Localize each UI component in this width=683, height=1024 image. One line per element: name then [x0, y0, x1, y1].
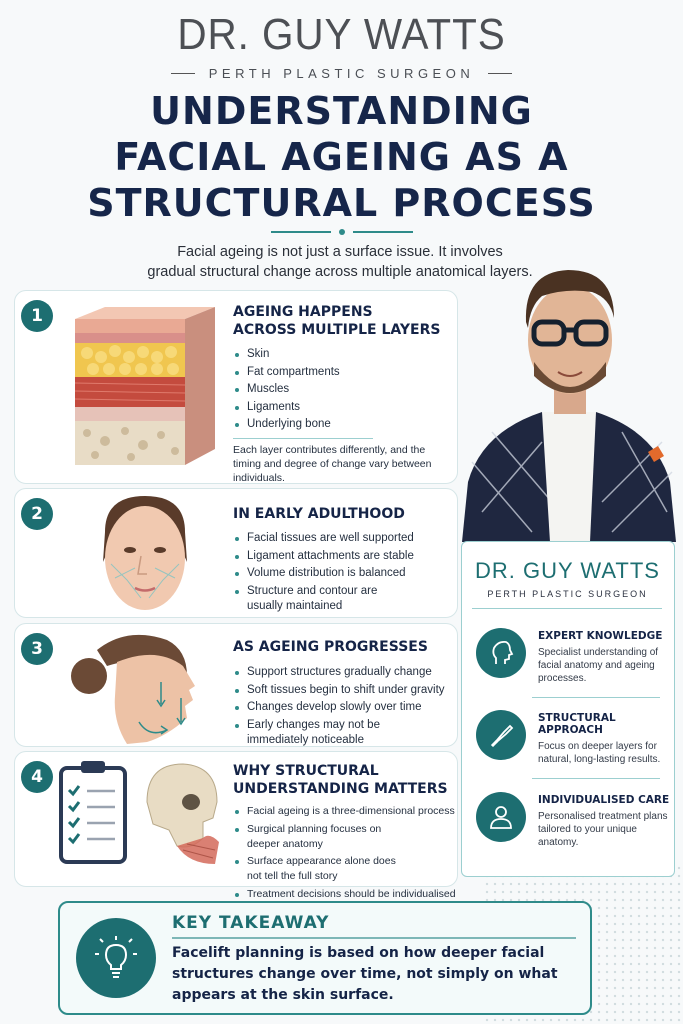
section-title-line: AGEING HAPPENS — [233, 304, 373, 320]
intro-line: Facial ageing is not just a surface issu… — [177, 244, 503, 260]
section-number: 4 — [21, 761, 53, 793]
panel-item-title: INDIVIDUALISED CARE — [538, 794, 670, 806]
page-title-line: STRUCTURAL PROCESS — [87, 181, 596, 225]
list-item: Underlying bone — [233, 417, 453, 432]
young-face-illustration — [103, 496, 187, 610]
page-title-line: UNDERSTANDING — [150, 89, 533, 133]
list-item: Surface appearance alone does not tell t… — [233, 854, 403, 884]
section-number: 2 — [21, 498, 53, 530]
doctor-portrait-illustration — [462, 270, 676, 542]
bullet-list: Facial ageing is a three-dimensional pro… — [233, 804, 459, 902]
list-item: Muscles — [233, 382, 453, 397]
divider-line — [532, 697, 660, 698]
ageing-face-profile-illustration — [71, 634, 195, 744]
brand-subtitle: PERTH PLASTIC SURGEON — [208, 66, 475, 81]
section-title: AGEING HAPPENS ACROSS MULTIPLE LAYERS — [233, 303, 453, 339]
list-item: Skin — [233, 347, 453, 362]
panel-subtitle: PERTH PLASTIC SURGEON — [487, 589, 648, 599]
divider-line — [172, 937, 576, 939]
list-item: Ligaments — [233, 400, 453, 415]
divider-line — [488, 73, 513, 74]
section-title: IN EARLY ADULTHOOD — [233, 506, 405, 522]
list-item: Structure and contour are usually mainta… — [233, 584, 383, 614]
takeaway-text: Facelift planning is based on how deeper… — [172, 945, 558, 1003]
lightbulb-icon — [76, 918, 156, 998]
intro-line: gradual structural change across multipl… — [147, 264, 533, 280]
skin-layers-illustration — [74, 307, 215, 465]
section-number: 3 — [21, 633, 53, 665]
section-card-2: 2 IN EARLY ADULTHOOD Facial tissues are … — [14, 488, 458, 618]
list-item: Facial ageing is a three-dimensional pro… — [233, 804, 459, 819]
list-item: Facial tissues are well supported — [233, 531, 453, 546]
list-item: Treatment decisions should be individual… — [233, 887, 459, 902]
bullet-list: Support structures gradually change Soft… — [233, 665, 459, 748]
page-title: UNDERSTANDING FACIAL AGEING AS A STRUCTU… — [20, 88, 663, 226]
title-divider — [0, 229, 683, 235]
section-note: Each layer contributes differently, and … — [233, 444, 432, 484]
section-card-1: 1 AGEING HAPPENS ACROSS MULTIPLE LAYERS … — [14, 290, 458, 484]
panel-title: DR. GUY WATTS — [475, 558, 660, 583]
person-icon — [476, 792, 526, 842]
scalpel-icon — [476, 710, 526, 760]
skull-anatomy-illustration — [146, 763, 219, 864]
divider-line — [170, 73, 195, 74]
panel-item-text: Personalised treatment plans tailored to… — [538, 811, 668, 848]
takeaway-title: KEY TAKEAWAY — [172, 913, 330, 933]
key-takeaway-box: KEY TAKEAWAY Facelift planning is based … — [58, 901, 592, 1015]
section-title: AS AGEING PROGRESSES — [233, 639, 428, 655]
divider-line — [472, 608, 662, 609]
divider-line — [532, 778, 660, 779]
panel-item-text: Focus on deeper layers for natural, long… — [538, 741, 661, 765]
list-item: Support structures gradually change — [233, 665, 459, 680]
divider-dot — [338, 229, 345, 235]
panel-item-title: EXPERT KNOWLEDGE — [538, 630, 663, 642]
intro-text: Facial ageing is not just a surface issu… — [60, 242, 620, 282]
list-item: Fat compartments — [233, 365, 453, 380]
section-title-line: UNDERSTANDING MATTERS — [233, 781, 448, 797]
list-item: Soft tissues begin to shift under gravit… — [233, 683, 459, 698]
list-item: Volume distribution is balanced — [233, 566, 453, 581]
panel-item-title: STRUCTURAL APPROACH — [538, 712, 616, 736]
doctor-info-panel: DR. GUY WATTS PERTH PLASTIC SURGEON EXPE… — [461, 541, 675, 877]
section-card-4: 4 WHY STRUCTURAL UNDERSTANDING MATTERS F… — [14, 751, 459, 900]
bullet-list: Skin Fat compartments Muscles Ligaments … — [233, 347, 453, 432]
list-item: Ligament attachments are stable — [233, 549, 453, 564]
list-item: Early changes may not be immediately not… — [233, 718, 383, 748]
section-number: 1 — [21, 300, 53, 332]
section-card-3: 3 AS AGEING PROGRESSES Support structure… — [14, 623, 458, 747]
list-item: Changes develop slowly over time — [233, 700, 459, 715]
divider-line — [233, 438, 373, 439]
clipboard-checklist-icon — [59, 761, 127, 864]
face-profile-icon — [476, 628, 526, 678]
brand-logo-text: DR. GUY WATTS — [177, 10, 506, 59]
section-title-line: ACROSS MULTIPLE LAYERS — [233, 322, 441, 338]
list-item: Surgical planning focuses on deeper anat… — [233, 822, 383, 852]
panel-item-text: Specialist understanding of facial anato… — [538, 647, 659, 684]
section-title: WHY STRUCTURAL UNDERSTANDING MATTERS — [233, 762, 459, 798]
section-title-line: WHY STRUCTURAL — [233, 763, 379, 779]
divider-line — [270, 231, 331, 233]
divider-line — [352, 231, 413, 233]
bullet-list: Facial tissues are well supported Ligame… — [233, 531, 453, 614]
page-title-line: FACIAL AGEING AS A — [114, 135, 569, 179]
brand-subtitle-row: PERTH PLASTIC SURGEON — [0, 66, 683, 81]
